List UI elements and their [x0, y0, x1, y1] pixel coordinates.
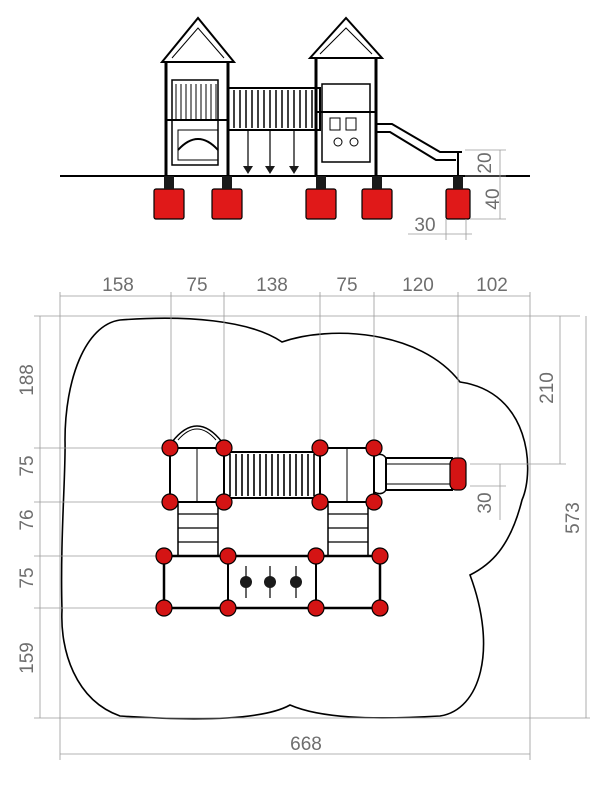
dim-top-5: 120 — [402, 275, 434, 296]
post-foundation — [155, 547, 173, 565]
dim-left-5: 159 — [17, 642, 38, 674]
dim-foundation-depth: 40 — [483, 188, 504, 209]
post-foundation — [365, 439, 383, 457]
post-foundation — [311, 439, 329, 457]
plan-dimensions: 158 75 138 75 120 102 188 75 76 75 159 2… — [17, 275, 584, 755]
foundation-block — [445, 188, 471, 220]
slide — [376, 123, 462, 176]
dim-post-height: 20 — [475, 152, 496, 173]
right-tower — [307, 16, 385, 176]
dim-right-upper: 210 — [537, 372, 558, 404]
plan-structure — [162, 425, 453, 610]
dim-bottom-total: 668 — [290, 734, 322, 755]
dim-right-small: 30 — [475, 492, 496, 513]
dim-top-3: 138 — [256, 275, 288, 296]
post-foundation — [155, 599, 173, 617]
plan-view: 158 75 138 75 120 102 188 75 76 75 159 2… — [17, 275, 590, 760]
dim-left-2: 75 — [17, 455, 38, 476]
side-dimensions: 20 40 30 — [408, 149, 506, 240]
safety-zone-outline — [60, 317, 529, 720]
post-foundation — [311, 493, 329, 511]
post-foundation — [307, 547, 325, 565]
slide-foundation — [449, 457, 467, 491]
post-foundation — [219, 547, 237, 565]
side-elevation: 20 40 30 — [60, 16, 530, 240]
plan-extension-lines — [34, 292, 590, 760]
dim-top-1: 158 — [102, 275, 134, 296]
foundation-block — [211, 188, 243, 220]
dim-top-4: 75 — [336, 275, 357, 296]
dim-top-2: 75 — [186, 275, 207, 296]
post-foundation — [371, 547, 389, 565]
post-foundation — [161, 439, 179, 457]
post-foundation — [215, 439, 233, 457]
dim-left-3: 76 — [17, 509, 38, 530]
post-foundation — [215, 493, 233, 511]
dim-left-4: 75 — [17, 567, 38, 588]
post-foundation — [365, 493, 383, 511]
post-foundation — [371, 599, 389, 617]
foundation-block — [361, 188, 393, 220]
dim-top-6: 102 — [476, 275, 508, 296]
post-foundation — [307, 599, 325, 617]
post-foundation — [219, 599, 237, 617]
dim-right-total: 573 — [563, 502, 584, 534]
bridge — [227, 87, 321, 174]
foundation-block — [153, 188, 185, 220]
foundation-block — [305, 188, 337, 220]
post-foundation — [161, 493, 179, 511]
left-tower — [159, 16, 237, 176]
side-foundations — [153, 176, 471, 220]
dim-left-1: 188 — [17, 364, 38, 396]
plan-foundations — [155, 439, 467, 617]
dim-post-offset: 30 — [414, 215, 435, 236]
